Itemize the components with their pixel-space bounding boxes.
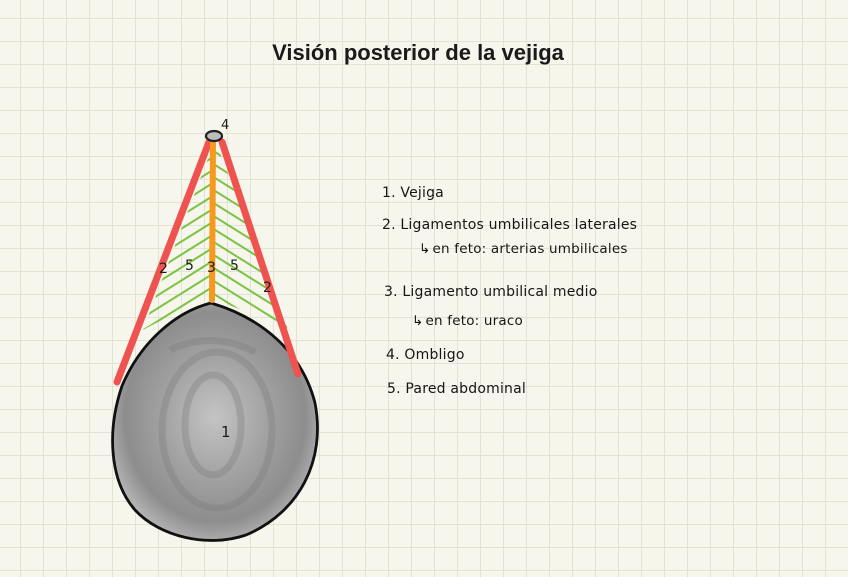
- lateral-ligament-right: [218, 138, 302, 378]
- lateral-ligament-left: [113, 138, 213, 386]
- bladder-texture: [158, 337, 276, 512]
- label-median-ligament: 3: [207, 260, 216, 276]
- median-ligament: [209, 137, 216, 303]
- label-bladder: 1: [221, 423, 231, 441]
- label-abdominal-wall-left: 5: [185, 258, 194, 274]
- label-lateral-ligament-left: 2: [159, 261, 168, 277]
- label-abdominal-wall-right: 5: [230, 258, 239, 274]
- page-title: Visión posterior de la vejiga: [272, 40, 564, 65]
- bladder-shape: [111, 301, 319, 542]
- label-umbilicus: 4: [221, 118, 229, 133]
- label-lateral-ligament-right: 2: [263, 280, 272, 296]
- umbilicus-shape: [204, 129, 224, 143]
